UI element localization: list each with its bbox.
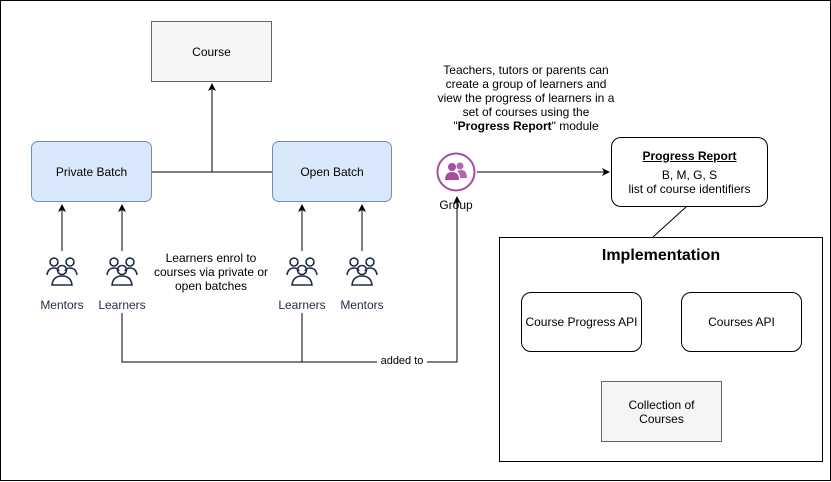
group-note-line-1: Teachers, tutors or parents can	[443, 63, 609, 77]
course-box: Course	[151, 21, 272, 82]
course-label: Course	[192, 44, 231, 59]
added-to-connector	[121, 196, 461, 363]
group-note-line-2: create a group of learners and	[445, 77, 607, 91]
courses-api-label: Courses API	[708, 315, 775, 329]
enrol-note-line-3: open batches	[174, 279, 248, 293]
group-note-module-name: Progress Report	[457, 119, 552, 133]
private-batch-box: Private Batch	[31, 141, 152, 202]
enrol-note-line-1: Learners enrol to	[165, 251, 257, 265]
mentors-left-icon	[46, 257, 78, 286]
mentors-right-label: Mentors	[340, 298, 384, 312]
collection-line-2: Courses	[639, 411, 684, 426]
group-note-line-3: view the progress of learners in a	[437, 91, 615, 105]
progress-report-line-1: B, M, G, S	[661, 167, 718, 182]
progress-report-title: Progress Report	[642, 148, 737, 163]
collection-of-courses-box: Collection of Courses	[601, 381, 722, 442]
learners-left-icon	[106, 257, 138, 286]
group-note-quote-open: "	[453, 119, 458, 133]
learners-right-label: Learners	[278, 298, 326, 312]
open-batch-box: Open Batch	[272, 141, 392, 202]
group-note: Teachers, tutors or parents can create a…	[421, 63, 631, 133]
courses-api-box: Courses API	[681, 292, 802, 352]
group-note-line-4: set of courses using the	[462, 105, 590, 119]
group-note-line-5: "Progress Report" module	[421, 119, 631, 133]
group-note-quote-close: " module	[551, 119, 599, 133]
enrol-note: Learners enrol to courses via private or…	[141, 251, 281, 293]
collection-line-1: Collection of	[628, 397, 695, 412]
progress-report-line-2: list of course identifiers	[628, 181, 751, 196]
private-batch-label: Private Batch	[55, 164, 128, 179]
mentors-left-label: Mentors	[40, 298, 84, 312]
course-progress-api-box: Course Progress API	[521, 292, 642, 352]
progress-report-box: Progress Report B, M, G, S list of cours…	[611, 137, 768, 207]
group-icon	[436, 152, 476, 192]
added-to-label: added to	[377, 354, 427, 368]
learners-right-icon	[286, 257, 318, 286]
enrol-note-line-2: courses via private or	[153, 265, 269, 279]
course-progress-api-label: Course Progress API	[525, 315, 638, 329]
group-label: Group	[439, 198, 473, 212]
implementation-title: Implementation	[601, 247, 721, 264]
learners-left-label: Learners	[98, 298, 146, 312]
report-to-implementation-line	[652, 206, 687, 238]
open-batch-label: Open Batch	[300, 164, 364, 179]
mentors-right-icon	[346, 257, 378, 286]
